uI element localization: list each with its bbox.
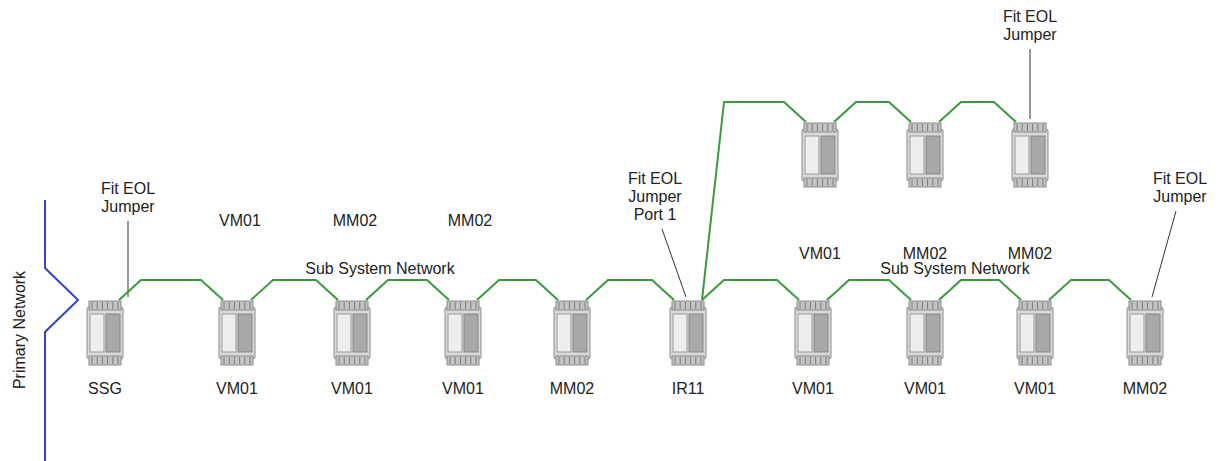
device-icon <box>904 300 946 366</box>
network-cable <box>586 280 674 300</box>
leader-line <box>1152 211 1176 297</box>
device-label: VM01 <box>442 380 484 398</box>
device-icon <box>216 300 258 366</box>
network-cable <box>939 102 1016 122</box>
leader-line <box>1030 49 1031 119</box>
device-label: VM01 <box>904 380 946 398</box>
annotation-label: Fit EOL Jumper <box>93 180 163 216</box>
device-label: IR11 <box>672 380 705 398</box>
annotation-label: MM02 <box>333 212 377 230</box>
device-icon <box>1124 300 1166 366</box>
annotation-label: Fit EOL Jumper <box>995 8 1065 44</box>
network-cable <box>477 280 558 300</box>
device-icon <box>904 122 946 188</box>
device-icon <box>331 300 373 366</box>
device-module: MM02 <box>1008 122 1052 263</box>
device-icon <box>799 122 841 188</box>
annotation-label: Fit EOL Jumper <box>1145 170 1215 206</box>
device-module: VM01 <box>1014 300 1056 398</box>
device-module: MM02 <box>903 122 947 263</box>
network-cable <box>702 102 806 300</box>
annotation-label: VM01 <box>219 212 261 230</box>
annotation-label: Sub System Network <box>305 260 454 278</box>
primary-network-line <box>45 200 78 461</box>
device-label: VM01 <box>1014 380 1056 398</box>
device-icon <box>1009 122 1051 188</box>
network-cable <box>1049 280 1131 300</box>
leader-line <box>662 229 686 297</box>
network-cable <box>366 280 449 300</box>
device-module: SSG <box>84 300 126 398</box>
network-cable <box>827 280 911 300</box>
device-icon <box>1014 300 1056 366</box>
device-label: MM02 <box>550 380 594 398</box>
device-module: IR11 <box>667 300 709 398</box>
device-icon <box>667 300 709 366</box>
device-module: MM02 <box>1123 300 1167 398</box>
device-label: MM02 <box>1123 380 1167 398</box>
device-label: VM01 <box>799 245 841 263</box>
leader-line <box>128 221 129 297</box>
device-icon <box>84 300 126 366</box>
device-icon <box>551 300 593 366</box>
device-module: VM01 <box>216 300 258 398</box>
annotation-label: MM02 <box>448 212 492 230</box>
device-icon <box>792 300 834 366</box>
network-cable <box>119 280 223 300</box>
network-label: Primary Network <box>11 271 29 389</box>
device-icon <box>442 300 484 366</box>
device-module: VM01 <box>792 300 834 398</box>
network-cable <box>251 280 338 300</box>
network-cable <box>939 280 1021 300</box>
device-module: VM01 <box>904 300 946 398</box>
device-label: VM01 <box>792 380 834 398</box>
device-module: VM01 <box>331 300 373 398</box>
device-label: VM01 <box>331 380 373 398</box>
device-module: MM02 <box>550 300 594 398</box>
device-label: VM01 <box>216 380 258 398</box>
network-cable <box>702 280 799 300</box>
annotation-label: Sub System Network <box>880 260 1029 278</box>
device-module: VM01 <box>799 122 841 263</box>
network-cable <box>834 102 911 122</box>
device-module: VM01 <box>442 300 484 398</box>
device-label: SSG <box>88 380 122 398</box>
annotation-label: Fit EOL Jumper Port 1 <box>620 170 690 224</box>
